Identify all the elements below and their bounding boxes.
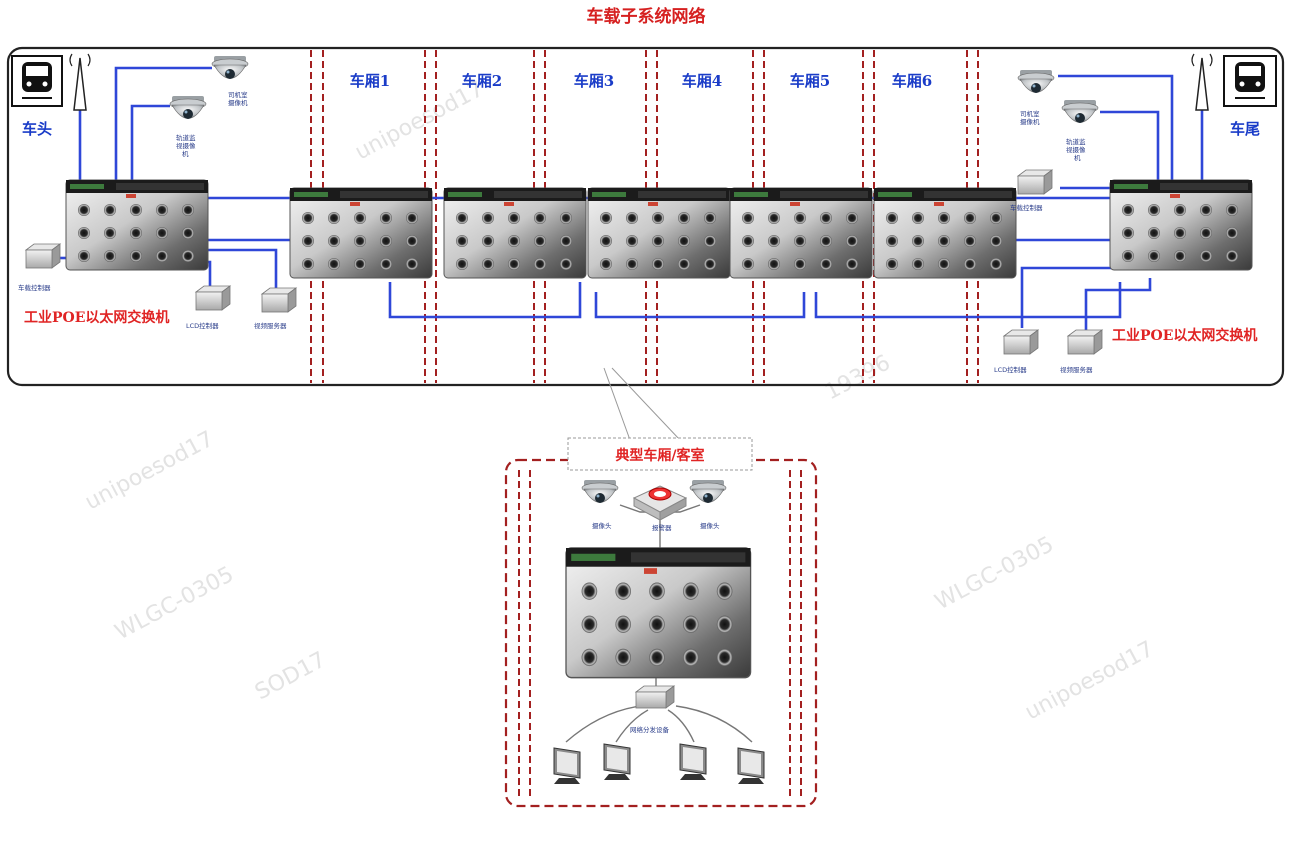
monitor-icon: [679, 743, 707, 781]
svg-text:司机室: 司机室: [1020, 109, 1040, 118]
callout: [603, 367, 681, 441]
monitor-icon: [737, 747, 765, 785]
alarm-icon: [632, 485, 688, 521]
camera-icon: [1061, 99, 1099, 124]
switch-label-right: 工业POE以太网交换机: [1112, 327, 1257, 344]
car-label-6: 车厢6: [892, 72, 932, 90]
antenna-icon: [1191, 53, 1213, 111]
svg-text:WLGC-0305: WLGC-0305: [931, 532, 1058, 615]
svg-text:LCD控制器: LCD控制器: [994, 365, 1027, 374]
typical-car: 典型车厢/客室 摄像头 摄像头 报警器: [504, 437, 818, 808]
controller-box-icon: [1017, 169, 1053, 195]
camera-icon: [1017, 69, 1055, 94]
video-box-icon: [1067, 329, 1103, 355]
svg-text:车载控制器: 车载控制器: [18, 283, 51, 292]
svg-text:机: 机: [1074, 153, 1081, 162]
switch-car-2: [443, 187, 587, 279]
switch-tail: [1109, 179, 1253, 271]
svg-text:机: 机: [182, 149, 189, 158]
svg-text:unipoesod17: unipoesod17: [81, 427, 218, 516]
svg-text:摄像机: 摄像机: [228, 98, 248, 107]
camera-icon: [211, 55, 249, 80]
car-label-3: 车厢3: [574, 72, 614, 90]
car-label-2: 车厢2: [462, 72, 502, 90]
switch-car-5: [873, 187, 1017, 279]
typical-car-label: 典型车厢/客室: [615, 447, 704, 464]
head-label: 车头: [22, 120, 52, 138]
switch-car-4: [729, 187, 873, 279]
head-devices: 司机室 摄像机 轨道监 视摄像 机 车载控制器 LCD控制器 视频服务器 工业P…: [18, 55, 297, 330]
monitor-icon: [553, 747, 581, 785]
svg-text:司机室: 司机室: [228, 90, 248, 99]
camera-icon: [689, 479, 727, 504]
svg-text:视频服务器: 视频服务器: [254, 321, 287, 330]
monitor-icon: [603, 743, 631, 781]
ethernet-box-icon: [634, 685, 676, 709]
svg-text:摄像头: 摄像头: [592, 521, 612, 530]
svg-text:报警器: 报警器: [652, 523, 672, 532]
car-label-4: 车厢4: [682, 72, 722, 90]
switch-label-left: 工业POE以太网交换机: [24, 309, 169, 326]
svg-text:WLGC-0305: WLGC-0305: [111, 562, 238, 645]
train-frame: [6, 46, 1285, 387]
svg-text:视频服务器: 视频服务器: [1060, 365, 1093, 374]
svg-text:19396: 19396: [821, 350, 895, 405]
svg-text:摄像机: 摄像机: [1020, 117, 1040, 126]
svg-text:网络分发设备: 网络分发设备: [630, 725, 670, 734]
switch-car-1: [289, 187, 433, 279]
svg-text:摄像头: 摄像头: [700, 521, 720, 530]
car-label-1: 车厢1: [350, 72, 390, 90]
train-tail: 车尾: [1191, 53, 1277, 138]
tail-label: 车尾: [1230, 120, 1260, 138]
diagram-title: 车载子系统网络: [587, 6, 706, 27]
antenna-icon: [69, 53, 91, 111]
video-box-icon: [261, 287, 297, 313]
controller-box-icon: [25, 243, 61, 269]
svg-text:LCD控制器: LCD控制器: [186, 321, 219, 330]
train-head: 车头: [11, 53, 91, 138]
svg-text:视摄像: 视摄像: [1066, 145, 1086, 154]
switch-head: [65, 179, 209, 271]
switches: [65, 179, 1253, 279]
switch-car-3: [587, 187, 731, 279]
camera-icon: [581, 479, 619, 504]
car-labels: 车厢1 车厢2 车厢3 车厢4 车厢5 车厢6: [350, 72, 932, 90]
lcd-box-icon: [1003, 329, 1039, 355]
camera-icon: [169, 95, 207, 120]
svg-text:SOD17: SOD17: [251, 647, 330, 705]
svg-text:轨道监: 轨道监: [176, 133, 196, 142]
svg-text:视摄像: 视摄像: [176, 141, 196, 150]
switch-typical-car: [565, 547, 752, 679]
svg-text:车载控制器: 车载控制器: [1010, 203, 1043, 212]
typical-car-label-box: [567, 437, 753, 471]
tail-devices: 司机室 摄像机 轨道监 视摄像 机 车载控制器 LCD控制器 视频服务器 工业P…: [994, 69, 1257, 374]
svg-text:轨道监: 轨道监: [1066, 137, 1086, 146]
lcd-box-icon: [195, 285, 231, 311]
svg-text:unipoesod17: unipoesod17: [1021, 637, 1158, 726]
car-label-5: 车厢5: [790, 72, 830, 90]
